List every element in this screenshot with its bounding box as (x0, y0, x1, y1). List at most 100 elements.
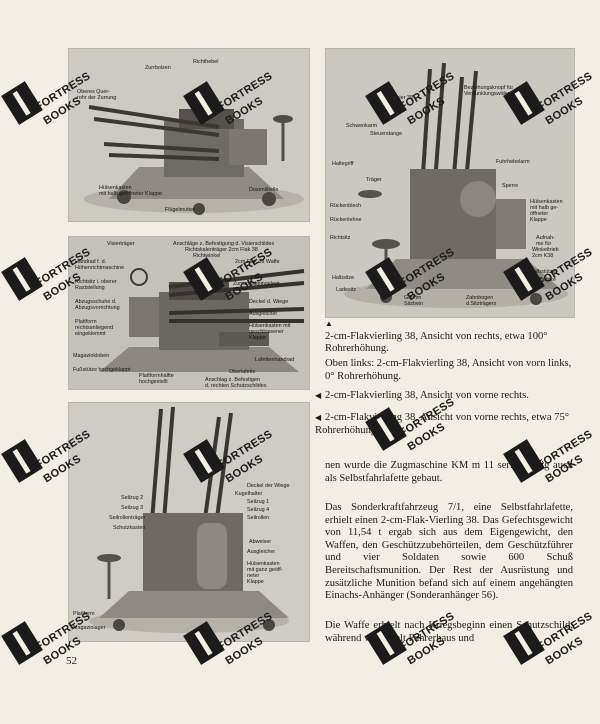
body-paragraph-1: nen wurde die Zugmaschine KM m 11 serien… (325, 460, 573, 484)
label-plattform: Plattform (73, 611, 95, 617)
photo-flakvierling-right-view: Zurrbolzen Richthebel Oberes Quer- rohr … (68, 48, 310, 222)
label-fussstuetze: Fußstütze hochgeklappt (73, 367, 131, 373)
label-waffe: 2cm Flak 38 Waffe (235, 259, 280, 265)
label-huelsenkasten-3: neter (247, 573, 260, 579)
label-schwenkarm: Schwenkarm (346, 123, 378, 129)
label-huelsenkasten-3: Klappe (249, 335, 266, 341)
label-ausgleicher: Ausgleicher (247, 549, 276, 555)
label-halbstuetze: Halbstütze (530, 269, 556, 275)
label-plattformhaelfte-1: Plattformhälfte (139, 373, 174, 379)
label-anschlaege-2: Richtskalenträger 2cm Flak 38 (185, 247, 258, 253)
label-fluegelmutter: Flügelmutter (165, 207, 195, 213)
body-paragraph-2: Das Sonderkraftfahrzeug 7/1, eine Selbst… (325, 502, 573, 602)
label-handrad-2: Höhenrichtmaschine (75, 265, 125, 271)
arrow-left-icon: ◀ (315, 413, 322, 422)
label-abzugsschuh-1: Abzugsschuhe d. (75, 299, 117, 305)
label-handrad-1: Handrad f. d. (75, 259, 107, 265)
label-huelsenkasten-1: Hülsenkasten (530, 199, 563, 205)
label-schutzkasten: Schutzkasten (113, 525, 146, 531)
label-seilrollen: Seilrollen (247, 515, 270, 521)
label-lafettenhandrad: Lafettenhandrad (255, 357, 295, 363)
label-richtsitz: Richtsitz i. oberer (75, 279, 117, 285)
page-number: 52 (66, 655, 77, 667)
label-griff-1: Griff im (404, 295, 422, 301)
label-aufnahme-4: 2cm K38 (532, 253, 554, 259)
label-beziehungsknopf-1: Beziehungsknopf für (464, 85, 514, 91)
label-huelsenkasten-4: Klappe (247, 579, 264, 585)
label-huelsenkasten-4: Klappe (530, 217, 547, 223)
caption-text-4: 2-cm-Flakvierling 38, Ansicht von vorne … (315, 412, 570, 436)
label-beziehungsknopf-2: Verdunklungswiderstand (464, 91, 523, 97)
label-anschlaege-1: Anschläge z. Befestigung d. Visierschild… (173, 241, 275, 247)
label-oberes-querrohr-1: Oberes Quer- (77, 89, 110, 95)
label-fussstuetze: Fußstütze (532, 277, 556, 283)
caption-top-left: Oben links: 2-cm-Flakvierling 38, Ansich… (325, 358, 573, 383)
label-dosenlibelle: Dosenlibelle (249, 187, 279, 193)
caption-text-2: Oben links: 2-cm-Flakvierling 38, Ansich… (325, 358, 572, 382)
label-zurrbolzen: Zurrbolzen (145, 65, 171, 71)
label-zahnbogen-2: d.Sitzträgers (466, 301, 497, 307)
photo1-illustration (69, 49, 309, 221)
photo4-illustration (69, 403, 309, 641)
label-visier: Visier 39 (392, 95, 413, 101)
label-seilzug1: Seilzug 1 (247, 499, 270, 505)
label-huelsenkasten-1: Hülsenkasten (99, 185, 132, 191)
caption-front-right: ◀2-cm-Flakvierling 38, Ansicht von vorne… (315, 390, 573, 403)
label-huelsenkasten-1: Hülsenkasten mit (249, 323, 291, 329)
label-plattform-1: Plattform (75, 319, 97, 325)
label-plattform-2: rechtsanliegend (75, 325, 114, 331)
label-seilrollentraeger: Seilrollenträger (109, 515, 146, 521)
label-griff-2: Sitzbein (404, 301, 424, 307)
label-ausgleicher: Ausgleicher (249, 311, 278, 317)
label-seilzug2: Seilzug 2 (121, 495, 144, 501)
caption-right-view: ▲ 2-cm-Flakvierling 38, Ansicht von rech… (325, 318, 573, 356)
label-ladesitz: Ladesitz (336, 287, 357, 293)
label-aufnahme-1: Aufnah- (536, 235, 555, 241)
label-huelsenkasten-2: mit ganz geöff- (247, 567, 283, 573)
label-richtsitz: Richtsitz (330, 235, 351, 241)
label-sperre: Sperre (502, 183, 519, 189)
label-fuhrhebelarm: Fuhrhebelarm (496, 159, 530, 165)
label-anschlag-1: Anschlag z. Befestigen (205, 377, 260, 383)
label-halbsitze: Halbsitze (332, 275, 355, 281)
label-magazinkloben: Magazinkloben (73, 353, 110, 359)
label-huelsenkasten-2: mit halb ge- (530, 205, 559, 211)
arrow-left-icon: ◀ (315, 391, 322, 400)
label-richthebel: Richthebel (193, 59, 219, 65)
label-seilzug4: Seilzug 4 (247, 507, 270, 513)
caption-text-1: 2-cm-Flakvierling 38, Ansicht von rechts… (325, 330, 548, 355)
label-traeger: Träger (366, 177, 382, 183)
label-deckel-wiege: Deckel der Wiege (247, 483, 290, 489)
label-aufnahme-3: Winkeltrieb (532, 247, 559, 253)
label-anschlag-2: d. rechten Schutzschildes (205, 383, 267, 389)
label-huelsenkasten-1: Hülsenkasten (247, 561, 280, 567)
label-abzugsschuh-2: Abzugsvorrichtung (75, 305, 120, 311)
label-rueckenlehne: Rückenlehne (330, 217, 362, 223)
label-rueckenblech: Rückenblech (330, 203, 362, 209)
caption-text-3: 2-cm-Flakvierling 38, Ansicht von vorne … (325, 390, 529, 401)
label-abweiser: Abweiser (249, 539, 272, 545)
arrow-up-icon: ▲ (325, 319, 333, 328)
label-kugelhalter: Kugelhalter (235, 491, 263, 497)
label-huelsenkasten-3: öffneter (530, 211, 549, 217)
label-huelsenkasten-2: mit halb geöffneter Klappe (99, 191, 162, 197)
label-magazinlager: Magazinlager (73, 625, 106, 631)
label-aufnahme-2: me für (536, 241, 552, 247)
label-zurrung: Zurrungsbeingelegt (233, 281, 280, 287)
